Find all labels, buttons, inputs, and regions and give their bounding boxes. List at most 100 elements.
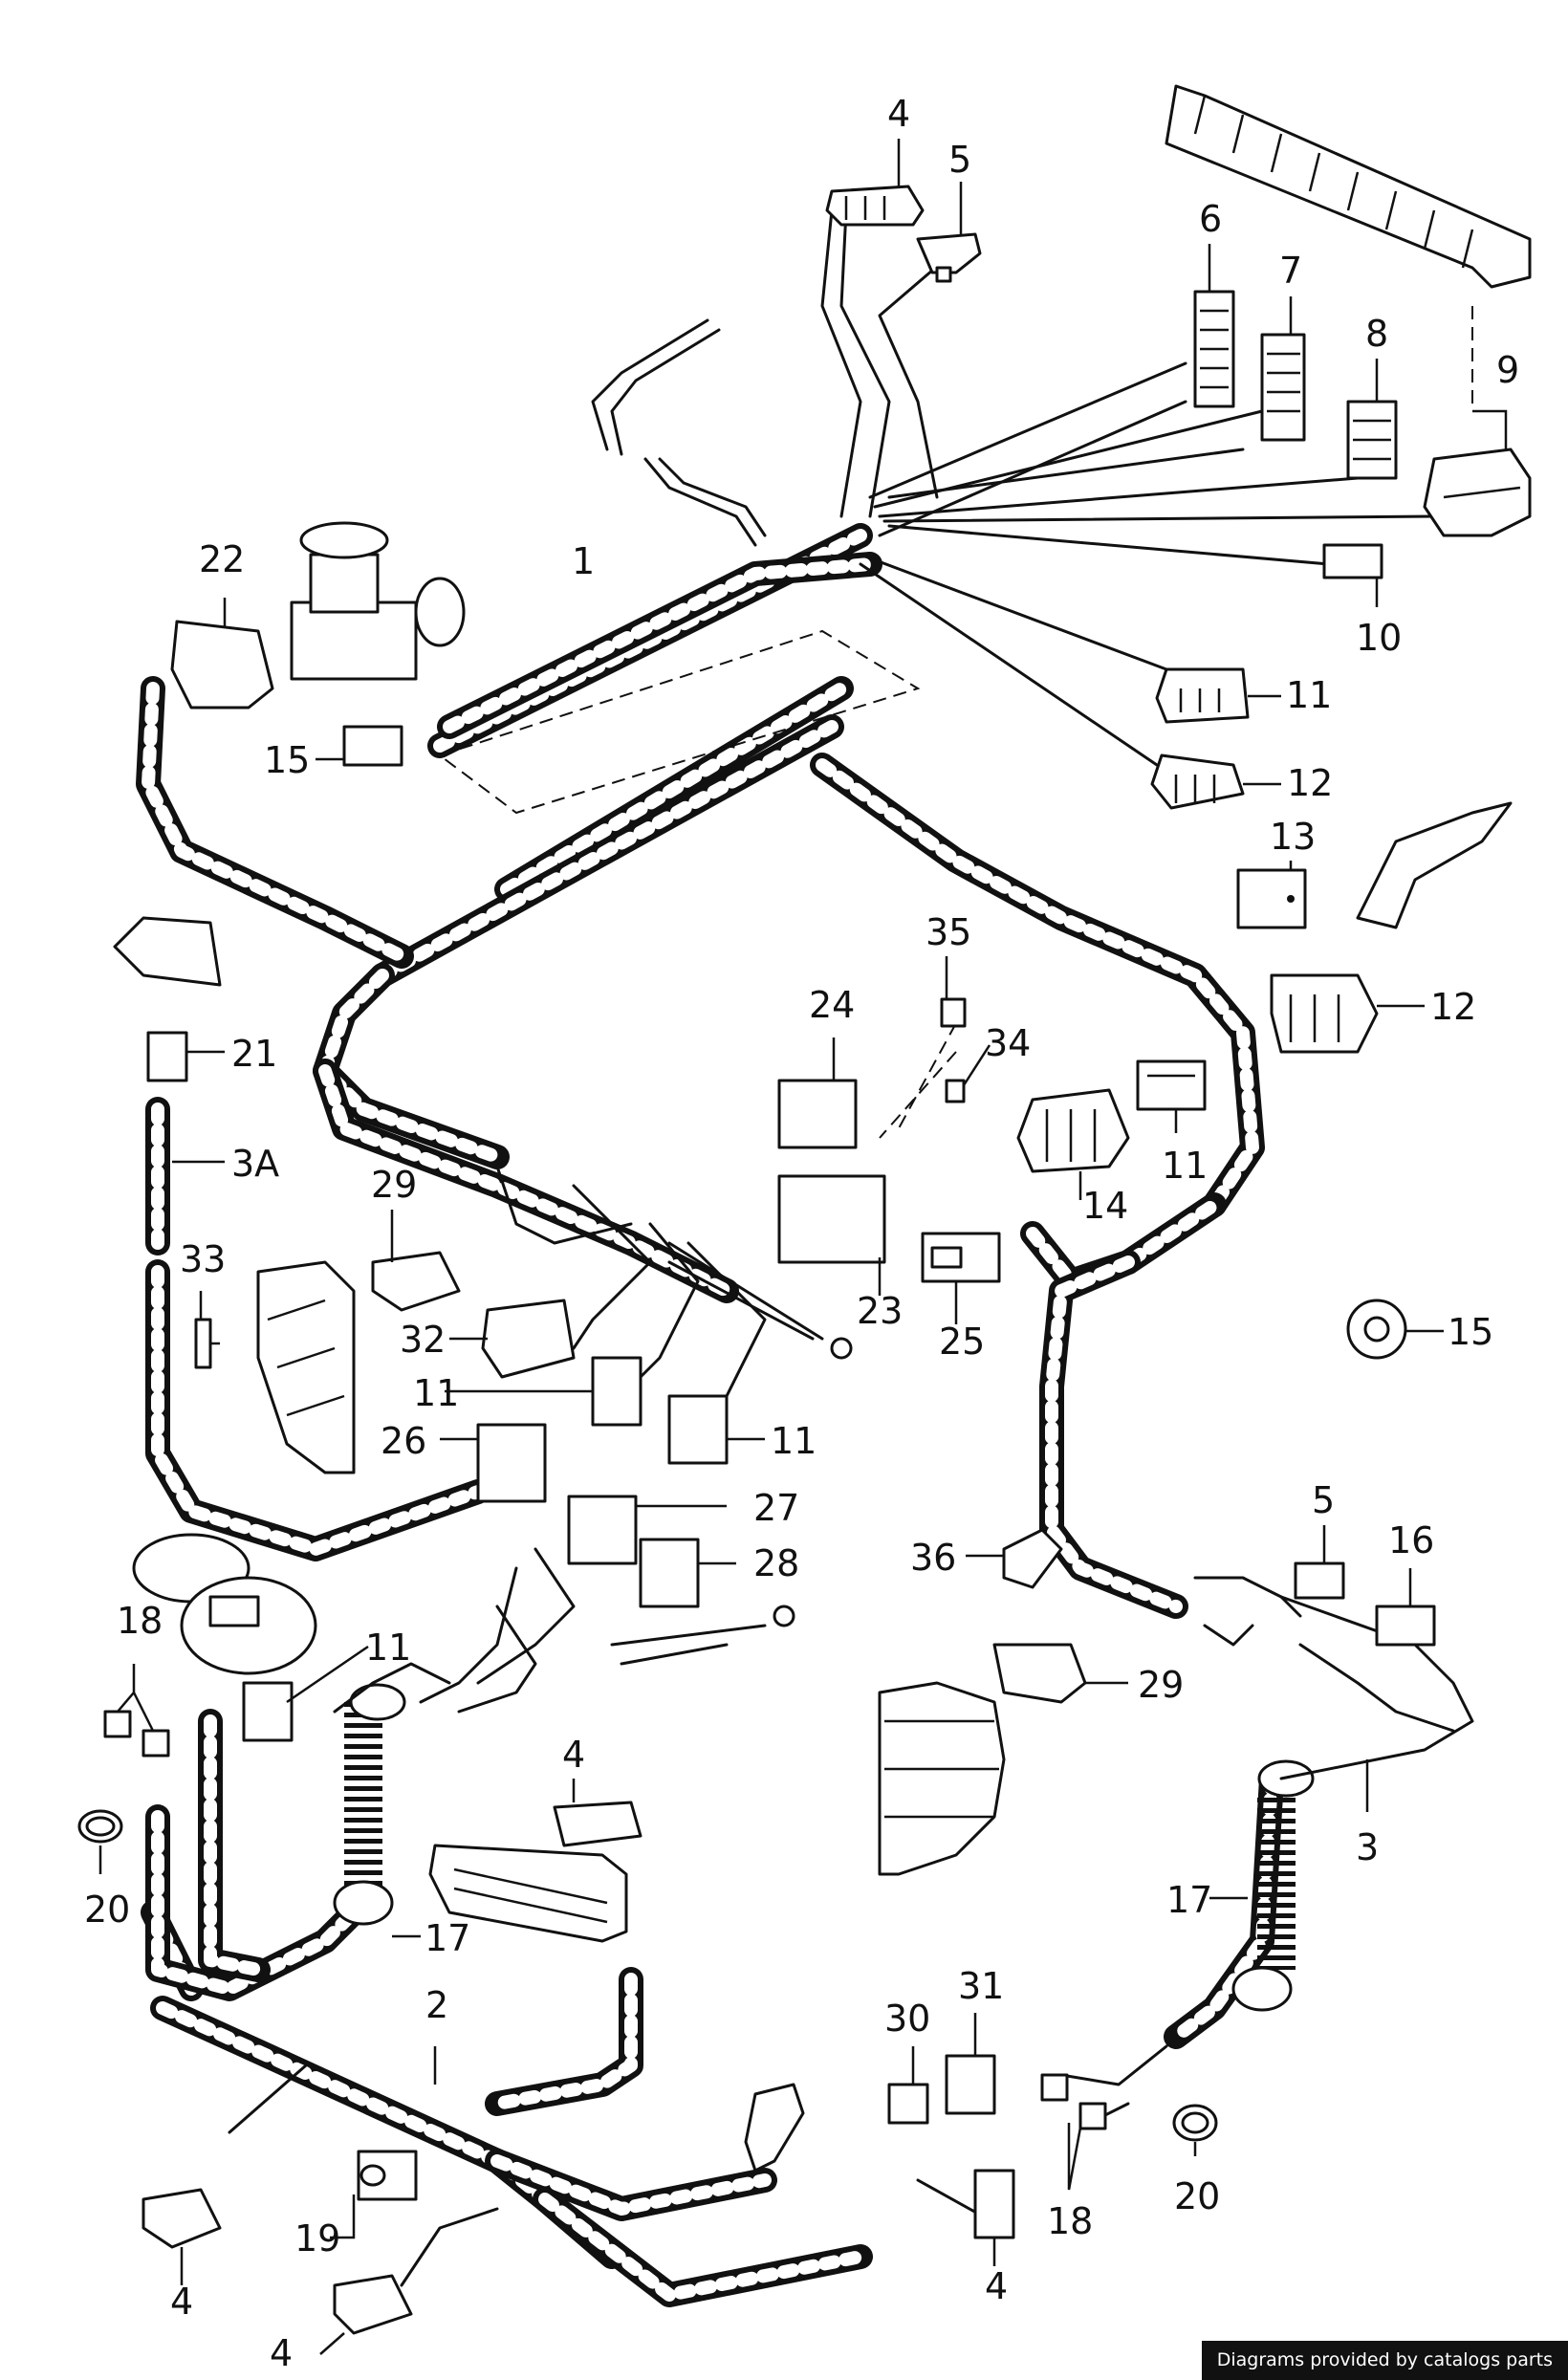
callout-21: 21	[231, 1033, 277, 1075]
callout-11-mid: 11	[1162, 1145, 1208, 1187]
callout-32: 32	[400, 1319, 446, 1361]
connector-15-left	[342, 725, 403, 767]
spades-18-left	[103, 1710, 170, 1758]
side-marker-lamp	[428, 1844, 628, 1943]
connector-31	[945, 2054, 996, 2115]
callout-labels: 1 2 3 3A 4 4 4 4 4 5 5 6 7 8 9 10 11 11 …	[84, 93, 1519, 2374]
footer-credit-badge: Diagrams provided by catalogs parts	[1201, 2341, 1568, 2380]
harness-lower-2	[141, 1900, 873, 2307]
connector-36	[1002, 1528, 1063, 1589]
callout-5-top: 5	[948, 139, 971, 181]
callout-4-bottom-left: 4	[170, 2281, 193, 2323]
switch-plate-left	[113, 916, 222, 987]
harness-rear-17-right	[1164, 1766, 1284, 2049]
switch-21	[146, 1031, 188, 1082]
connector-11-left	[242, 1681, 294, 1742]
callout-11-a: 11	[413, 1372, 459, 1414]
callout-20-left: 20	[84, 1889, 130, 1931]
callout-13: 13	[1270, 816, 1316, 858]
callout-8: 8	[1365, 313, 1388, 355]
callout-30: 30	[884, 1998, 930, 2040]
connector-29-left	[371, 1251, 461, 1312]
callout-11-top: 11	[1286, 674, 1332, 716]
spades-18-right	[1040, 2073, 1107, 2130]
callout-31: 31	[958, 1965, 1004, 2007]
relay-9	[1423, 448, 1532, 537]
callout-24: 24	[809, 984, 855, 1026]
callout-9: 9	[1496, 349, 1519, 391]
connector-4-top	[825, 185, 925, 227]
callout-2: 2	[425, 1984, 448, 2026]
harness-left-loop-22	[136, 676, 414, 969]
connector-16	[1375, 1605, 1436, 1647]
callout-4-mid: 4	[562, 1734, 585, 1776]
corrugated-tube-17-right	[1231, 1759, 1315, 2012]
solenoid-valve	[290, 521, 466, 681]
callout-35: 35	[926, 911, 971, 953]
callout-3A: 3A	[231, 1143, 279, 1185]
fuse-block-6	[1193, 290, 1235, 408]
callout-4-bottom-right: 4	[985, 2265, 1008, 2307]
fuse-35	[940, 997, 967, 1028]
wire-top-loop	[591, 318, 767, 547]
fuse-34	[945, 1079, 966, 1103]
connector-4-bl	[142, 2188, 222, 2249]
connector-27	[567, 1495, 638, 1565]
connector-23	[777, 1174, 886, 1264]
callout-29-right: 29	[1138, 1664, 1184, 1706]
callout-19: 19	[294, 2217, 340, 2260]
callout-27: 27	[753, 1487, 799, 1529]
connector-14	[1016, 1088, 1130, 1173]
callout-16: 16	[1388, 1519, 1434, 1561]
callout-4-top: 4	[887, 93, 910, 135]
callout-33: 33	[180, 1238, 226, 1280]
callout-10: 10	[1356, 617, 1402, 659]
leader-lines	[98, 139, 1508, 2355]
harness-left-bottom-loop	[145, 1709, 376, 2001]
callout-1: 1	[572, 540, 595, 582]
relay-plate-top-right	[1165, 84, 1532, 289]
callout-18-left: 18	[117, 1600, 163, 1642]
connector-4-mid	[553, 1801, 642, 1847]
callout-23: 23	[857, 1290, 903, 1332]
tail-lamp-left	[256, 1260, 356, 1474]
callout-26: 26	[381, 1420, 426, 1462]
callout-12-right: 12	[1430, 986, 1476, 1028]
callout-3: 3	[1356, 1826, 1379, 1868]
callout-11-b: 11	[771, 1420, 817, 1462]
connector-30	[887, 2083, 929, 2125]
connector-4-bb	[333, 2274, 413, 2335]
connector-12-right	[1270, 973, 1379, 1054]
callout-18-right: 18	[1047, 2200, 1093, 2242]
connector-22	[170, 620, 274, 710]
callout-6: 6	[1199, 198, 1222, 240]
ring-20-left	[77, 1809, 123, 1844]
harness-branch-left	[313, 963, 739, 1303]
wire-bundle-top	[820, 208, 1436, 767]
trim-piece-top-right	[1356, 801, 1513, 929]
callout-34: 34	[985, 1022, 1031, 1064]
wire-center-branches	[333, 1165, 824, 1714]
callout-17-right: 17	[1166, 1879, 1212, 1921]
connector-10	[1322, 543, 1383, 579]
connector-11-top	[1155, 667, 1250, 724]
connector-5-right	[1294, 1561, 1345, 1600]
callout-29-left: 29	[371, 1164, 417, 1206]
harness-branch-right	[810, 753, 1265, 1619]
corrugated-tube-17-left	[333, 1683, 406, 1926]
dashed-guides	[437, 306, 1473, 1139]
eyelet-center	[773, 1337, 853, 1627]
callout-12-top: 12	[1287, 762, 1333, 804]
grommet-25	[921, 1232, 1001, 1283]
connector-29-right	[992, 1643, 1087, 1704]
callout-5-right: 5	[1312, 1479, 1335, 1521]
connector-11-mid	[1136, 1059, 1207, 1111]
callout-7: 7	[1279, 250, 1302, 292]
callout-17-left: 17	[425, 1917, 470, 1959]
connector-32	[481, 1299, 576, 1379]
screw-33	[194, 1318, 220, 1369]
switch-5-top	[916, 232, 982, 283]
connector-26	[476, 1423, 547, 1503]
connector-4-br	[973, 2169, 1015, 2239]
